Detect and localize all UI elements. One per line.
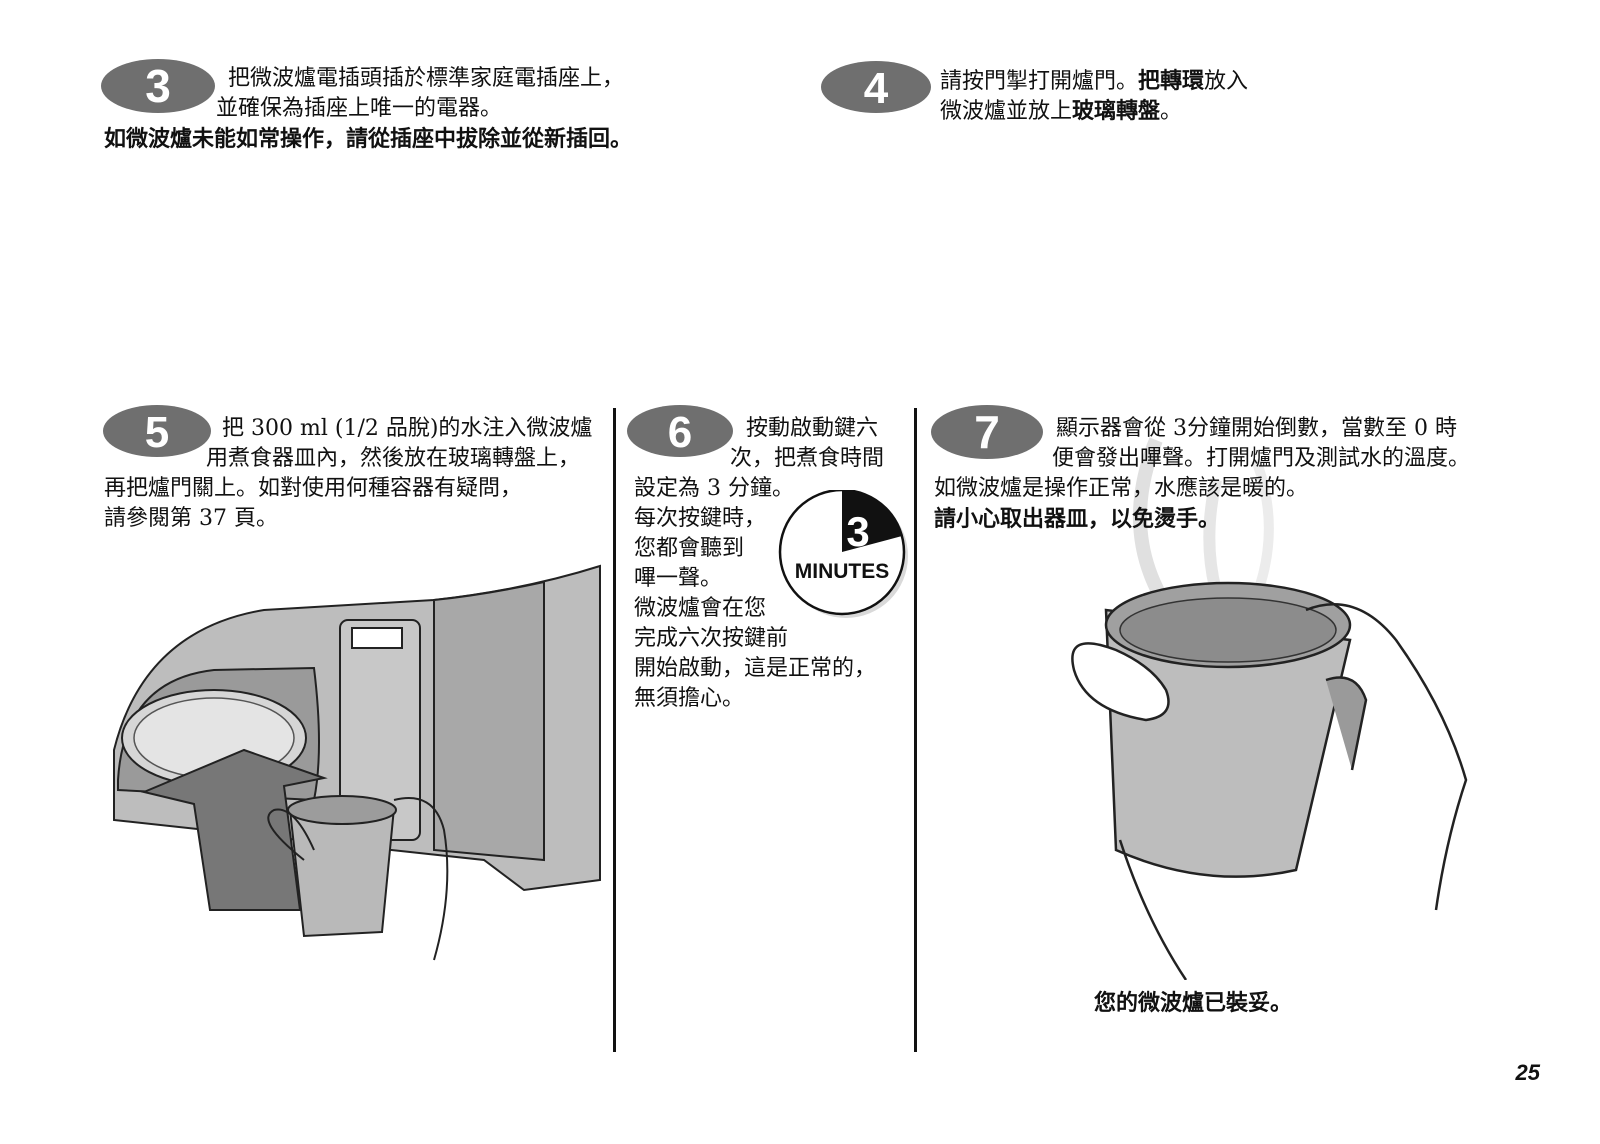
page-number: 25 — [1515, 1060, 1540, 1085]
microwave-cup-illustration — [113, 564, 601, 961]
step-4-text-a: 請按門掣打開爐門。 — [940, 69, 1139, 94]
step-7-warning: 請小心取出器皿，以免燙手。 — [934, 506, 1221, 532]
step-6-line-10: 無須擔心。 — [634, 686, 745, 711]
step-3-warning: 如微波爐未能如常操作，請從插座中拔除並從新插回。 — [104, 126, 633, 152]
step-6-badge: 6 — [627, 405, 733, 457]
timer-3-minutes-icon: 3 MINUTES — [778, 490, 908, 618]
step-4-text-c: 放入 — [1204, 69, 1249, 94]
step-3-number: 3 — [145, 60, 171, 112]
steaming-cup-illustration — [1071, 437, 1468, 980]
step-6-line-2: 次，把煮食時間 — [730, 446, 885, 471]
step-7-badge: 7 — [931, 405, 1043, 459]
step-4-text-d: 微波爐並放上 — [940, 99, 1073, 124]
step-4-line-2: 微波爐並放上玻璃轉盤。 — [940, 96, 1182, 127]
step-4-glass-tray: 玻璃轉盤 — [1072, 98, 1161, 124]
step-6-line-5: 您都會聽到 — [634, 536, 745, 561]
step-7-number: 7 — [974, 406, 1000, 458]
step-5-number: 5 — [145, 408, 169, 457]
step-7-line-2: 便會發出嗶聲。打開爐門及測試水的溫度。 — [1052, 446, 1471, 471]
timer-number: 3 — [846, 508, 869, 555]
step-4-turntable-ring: 把轉環 — [1138, 68, 1205, 94]
step-4-line-1: 請按門掣打開爐門。把轉環放入 — [940, 66, 1248, 97]
step-6-line-1: 按動啟動鍵六 — [746, 416, 879, 441]
step-3-badge: 3 — [101, 59, 215, 113]
step-4-text-f: 。 — [1160, 99, 1183, 124]
step-7-line-3: 如微波爐是操作正常，水應該是暖的。 — [934, 476, 1309, 501]
step-5-line-3: 再把爐門關上。如對使用何種容器有疑問， — [104, 476, 523, 501]
timer-label: MINUTES — [795, 560, 890, 583]
closing-message: 您的微波爐已裝妥。 — [1094, 990, 1293, 1016]
column-divider-2 — [914, 408, 917, 1052]
step-6-line-6: 嗶一聲。 — [634, 566, 723, 591]
step-7-line-1: 顯示器會從 3分鐘開始倒數，當數至 0 時 — [1056, 416, 1457, 441]
column-divider-1 — [613, 408, 616, 1052]
step-6-line-3: 設定為 3 分鐘。 — [634, 476, 794, 501]
step-6-line-9: 開始啟動，這是正常的， — [634, 656, 877, 681]
step-4-number: 4 — [864, 64, 889, 113]
step-6-line-4: 每次按鍵時， — [634, 506, 767, 531]
step-5-line-4: 請參閱第 37 頁。 — [104, 506, 278, 531]
step-5-line-1: 把 300 ml (1/2 品脫)的水注入微波爐 — [222, 416, 593, 441]
step-6-line-8: 完成六次按鍵前 — [634, 626, 789, 651]
step-4-badge: 4 — [821, 61, 931, 113]
step-3-line-2: 並確保為插座上唯一的電器。 — [216, 96, 503, 121]
step-5-badge: 5 — [103, 405, 211, 457]
step-5-line-2: 用煮食器皿內，然後放在玻璃轉盤上， — [206, 446, 581, 471]
step-6-number: 6 — [668, 408, 692, 457]
step-3-line-1: 把微波爐電插頭插於標準家庭電插座上， — [228, 66, 625, 91]
step-6-line-7: 微波爐會在您 — [634, 596, 767, 621]
